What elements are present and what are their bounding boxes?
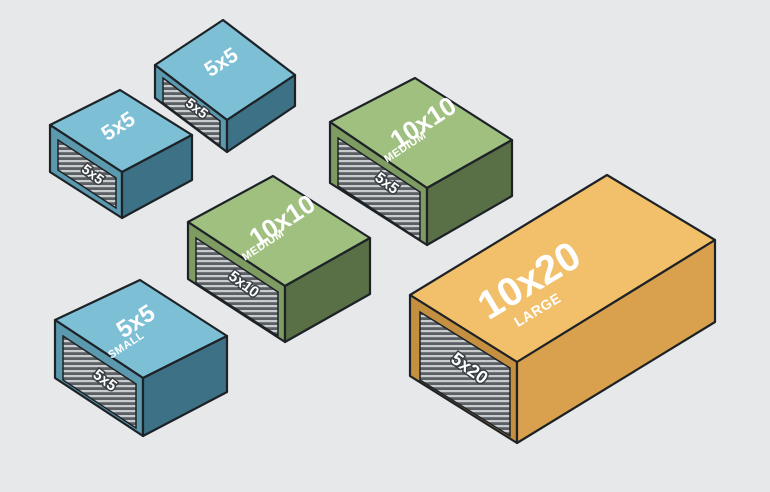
storage-unit-10x10-top: 10x10 MEDIUM 5x5 — [328, 76, 514, 247]
storage-unit-10x10-middle: 10x10 MEDIUM 5x10 — [186, 174, 372, 344]
roll-up-door — [419, 310, 511, 438]
roll-up-door — [195, 236, 279, 338]
storage-unit-10x20-large: 10x20 LARGE 5x20 — [408, 173, 717, 445]
roll-up-door — [62, 334, 137, 430]
roll-up-door — [337, 136, 421, 242]
roll-up-door — [162, 76, 221, 148]
storage-unit-5x5-top: 5x5 5x5 — [153, 18, 297, 154]
storage-unit-5x5-small: 5x5 SMALL 5x5 — [53, 278, 229, 438]
storage-unit-5x5-left: 5x5 5x5 — [48, 88, 194, 220]
roll-up-door — [57, 138, 117, 210]
